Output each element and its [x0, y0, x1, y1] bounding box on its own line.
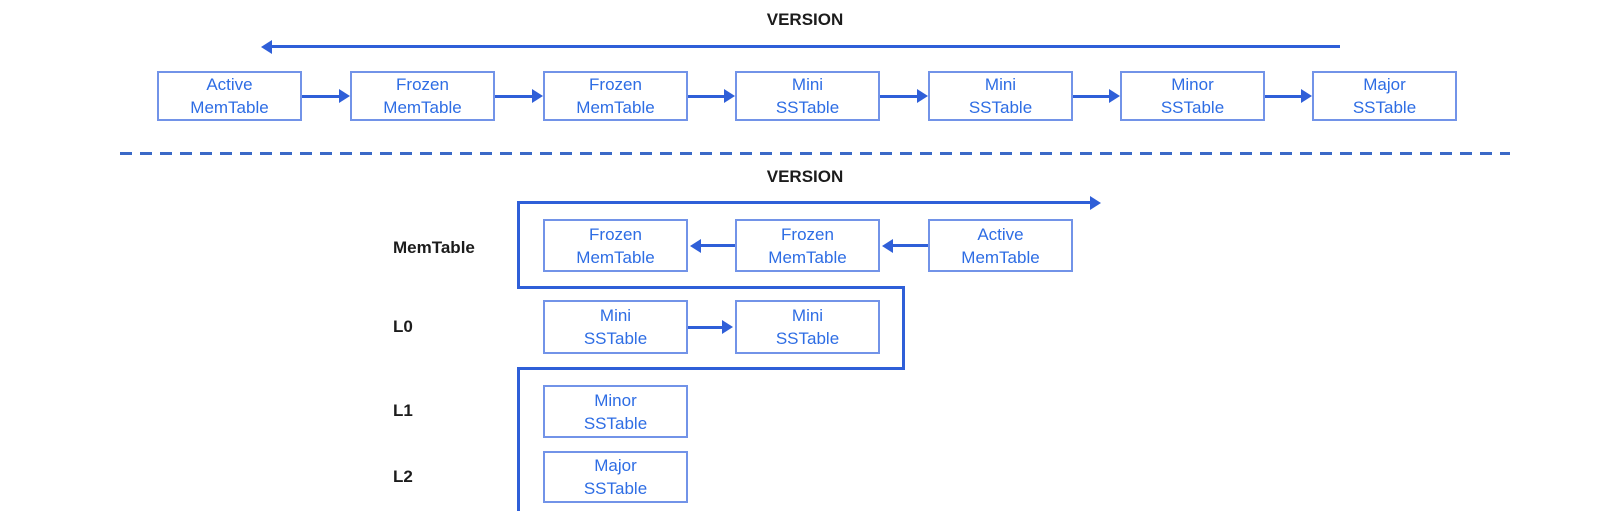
top-flow-arrow-line-1: [302, 95, 340, 98]
memtable-arrow-line-1: [700, 244, 735, 247]
memtable-arrow-line-2: [892, 244, 928, 247]
top-flow-arrow-head-4-icon: [917, 89, 928, 103]
row-label-l1: L1: [393, 401, 413, 420]
node-bottom-active-memtable: Active MemTable: [928, 219, 1073, 272]
boundary-hline-memtable-l0: [517, 286, 905, 289]
node-bottom-minor-sstable: Minor SSTable: [543, 385, 688, 438]
top-flow-arrow-head-3-icon: [724, 89, 735, 103]
bottom-version-title: VERSION: [766, 167, 844, 186]
boundary-hline-l0-l1: [517, 367, 905, 370]
section-divider-dashed-line: [120, 152, 1510, 155]
top-flow-arrow-head-2-icon: [532, 89, 543, 103]
top-flow-arrow-line-2: [495, 95, 533, 98]
top-flow-arrow-line-4: [880, 95, 918, 98]
bottom-version-arrow-line: [517, 201, 1091, 204]
node-active-memtable: Active MemTable: [157, 71, 302, 121]
top-flow-arrow-head-5-icon: [1109, 89, 1120, 103]
top-flow-arrow-head-1-icon: [339, 89, 350, 103]
node-bottom-mini-sstable-2: Mini SSTable: [735, 300, 880, 354]
top-version-arrow-line: [272, 45, 1340, 48]
boundary-vline-l1-l2: [517, 367, 520, 511]
boundary-vline-memtable: [517, 201, 520, 289]
node-bottom-frozen-memtable-1: Frozen MemTable: [543, 219, 688, 272]
memtable-arrow-head-1-icon: [690, 239, 701, 253]
top-version-title: VERSION: [766, 10, 844, 29]
bottom-version-arrow-right-icon: [1090, 196, 1101, 210]
memtable-arrow-head-2-icon: [882, 239, 893, 253]
node-mini-sstable-2: Mini SSTable: [928, 71, 1073, 121]
node-mini-sstable-1: Mini SSTable: [735, 71, 880, 121]
node-bottom-frozen-memtable-2: Frozen MemTable: [735, 219, 880, 272]
node-frozen-memtable-1: Frozen MemTable: [350, 71, 495, 121]
row-label-memtable: MemTable: [393, 238, 475, 257]
node-major-sstable: Major SSTable: [1312, 71, 1457, 121]
node-bottom-mini-sstable-1: Mini SSTable: [543, 300, 688, 354]
row-label-l2: L2: [393, 467, 413, 486]
top-version-arrow-left-icon: [261, 40, 272, 54]
node-bottom-major-sstable: Major SSTable: [543, 451, 688, 503]
top-flow-arrow-line-3: [688, 95, 725, 98]
l0-arrow-head-icon: [722, 320, 733, 334]
top-flow-arrow-line-6: [1265, 95, 1302, 98]
node-minor-sstable: Minor SSTable: [1120, 71, 1265, 121]
top-flow-arrow-head-6-icon: [1301, 89, 1312, 103]
boundary-vline-l0-right: [902, 286, 905, 370]
top-flow-arrow-line-5: [1073, 95, 1110, 98]
node-frozen-memtable-2: Frozen MemTable: [543, 71, 688, 121]
l0-arrow-line: [688, 326, 723, 329]
row-label-l0: L0: [393, 317, 413, 336]
